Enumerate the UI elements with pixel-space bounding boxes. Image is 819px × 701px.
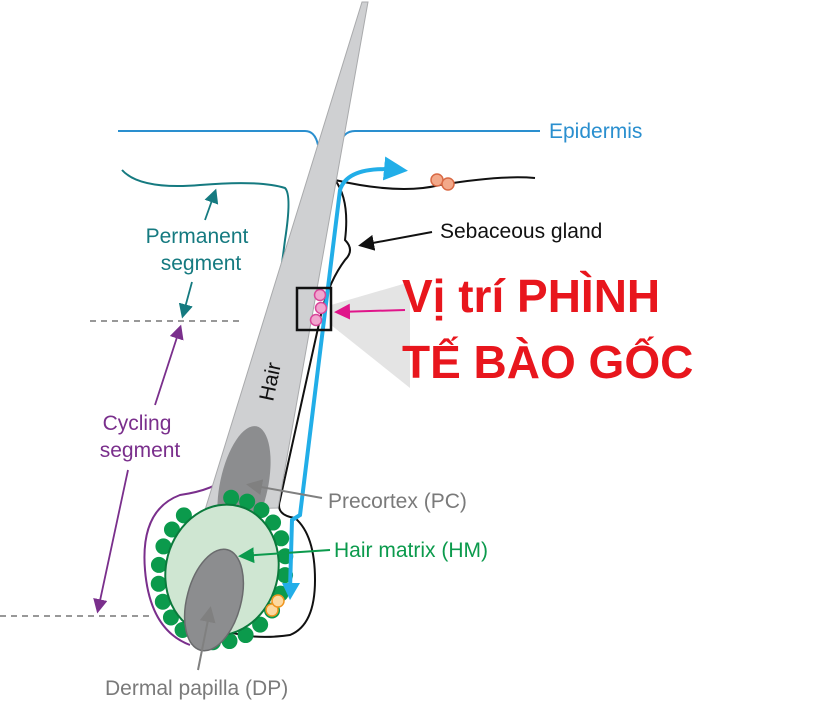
cycling-segment-label: Cycling [103, 412, 172, 435]
sebaceous-pointer-arrow [358, 231, 433, 251]
matrix-cell [253, 502, 270, 519]
matrix-cell [175, 507, 192, 524]
matrix-pointer-arrow [238, 547, 331, 564]
permanent-segment-label-2: segment [161, 252, 242, 275]
bulge-pointer-arrow [334, 303, 406, 320]
bulge-stem-cell [314, 301, 328, 315]
dermal-papilla [183, 548, 245, 652]
permanent-arrow-down [178, 281, 193, 319]
matrix-cell [150, 556, 167, 573]
matrix-cell [252, 616, 269, 633]
matrix-cell [265, 514, 282, 531]
matrix-cell [162, 609, 179, 626]
progenitor-cell [271, 594, 285, 608]
cycling-arrow-down [93, 469, 129, 614]
sebaceous-gland-label: Sebaceous gland [440, 220, 602, 243]
hair-matrix-label: Hair matrix (HM) [334, 539, 488, 562]
matrix-cell [239, 493, 256, 510]
dermal-papilla-label: Dermal papilla (DP) [105, 677, 288, 700]
hair-shaft [204, 1, 369, 511]
precortex-label: Precortex (PC) [328, 490, 467, 513]
matrix-cell [237, 627, 254, 644]
matrix-cell [150, 575, 167, 592]
bulge-stem-cell [313, 288, 327, 302]
epidermis-label: Epidermis [549, 120, 642, 143]
bulge-highlight-box [295, 286, 333, 332]
cycling-outline [143, 474, 231, 646]
bulge-magnification-wedge [331, 282, 410, 388]
matrix-cell [154, 593, 171, 610]
matrix-cell [155, 538, 172, 555]
blue-arrowhead-down [282, 583, 300, 600]
stem-cell-migration-path [288, 156, 408, 591]
cycling-segment-label-2: segment [100, 439, 181, 462]
matrix-cell [223, 489, 240, 506]
permanent-arrow-up [204, 188, 219, 221]
papilla-pointer-arrow [197, 606, 216, 671]
bulge-callout-line1: Vị trí PHÌNH [402, 270, 660, 322]
cycling-arrow-up [154, 324, 184, 406]
precortex-pointer-arrow [246, 479, 323, 499]
bulge-stem-cell [309, 313, 323, 327]
permanent-segment-label: Permanent [146, 225, 249, 248]
matrix-cell [273, 530, 290, 547]
matrix-cell [163, 521, 180, 538]
sebaceous-cell [430, 173, 444, 187]
sebaceous-cell [441, 177, 455, 191]
bulge-callout-line2: TẾ BÀO GỐC [402, 336, 693, 388]
